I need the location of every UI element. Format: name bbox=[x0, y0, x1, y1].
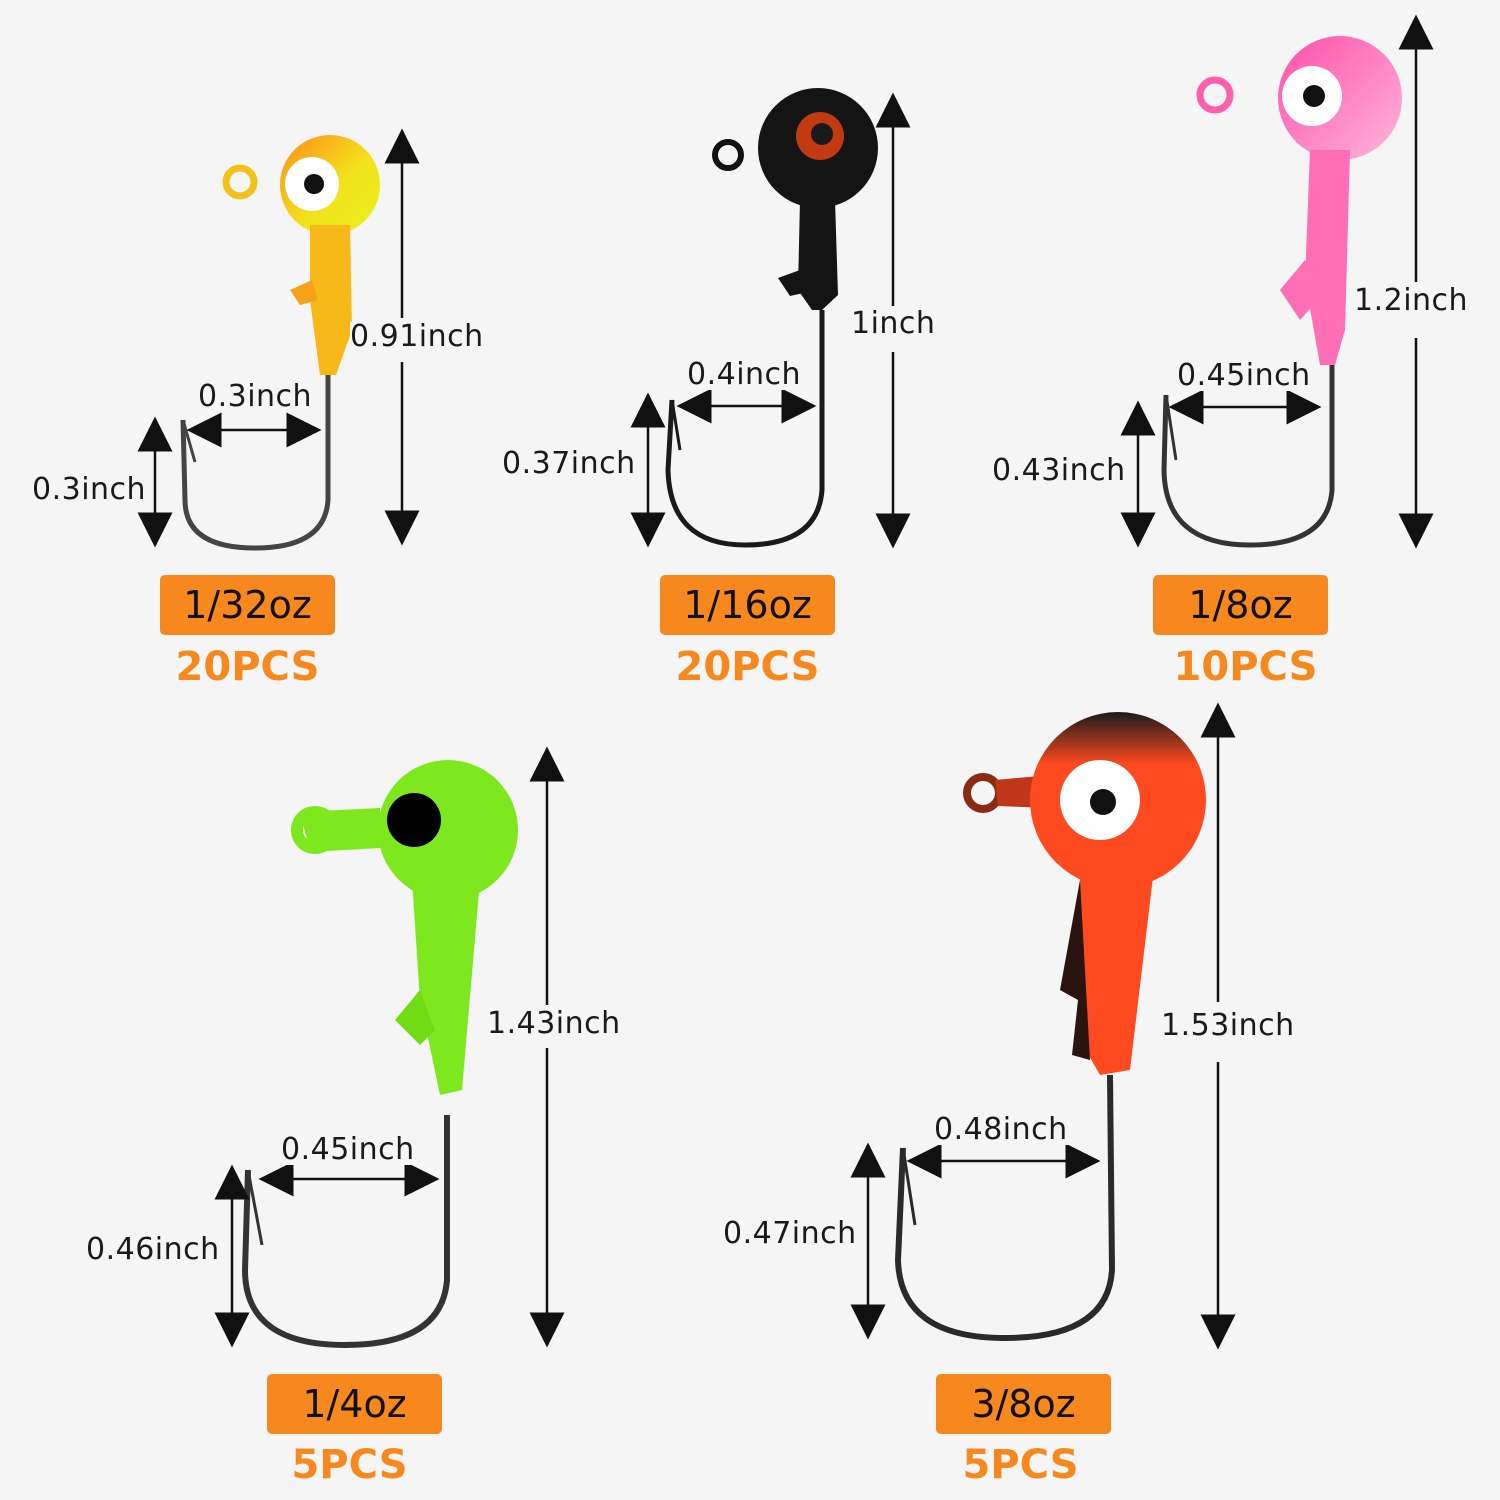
gap-width-label-5: 0.48inch bbox=[934, 1112, 1068, 1147]
weight-badge-5: 3/8oz bbox=[936, 1374, 1111, 1434]
count-label-3: 10PCS bbox=[1173, 644, 1318, 690]
count-label-2: 20PCS bbox=[675, 644, 820, 690]
count-label-5: 5PCS bbox=[962, 1442, 1079, 1488]
gap-height-label-2: 0.37inch bbox=[502, 446, 636, 481]
weight-badge-2: 1/16oz bbox=[660, 575, 835, 635]
total-length-label-5: 1.53inch bbox=[1161, 1008, 1295, 1043]
total-length-label-4: 1.43inch bbox=[487, 1006, 621, 1041]
gap-height-label-1: 0.3inch bbox=[32, 472, 147, 507]
gap-width-label-2: 0.4inch bbox=[687, 357, 802, 392]
jig-3-drawing bbox=[1161, 36, 1402, 548]
weight-badge-1: 1/32oz bbox=[160, 575, 335, 635]
gap-height-label-3: 0.43inch bbox=[992, 453, 1126, 488]
jig-5-drawing bbox=[894, 712, 1206, 1342]
gap-width-label-4: 0.45inch bbox=[281, 1132, 415, 1167]
weight-badge-4: 1/4oz bbox=[267, 1374, 442, 1434]
total-length-label-2: 1inch bbox=[851, 306, 936, 341]
gap-width-label-1: 0.3inch bbox=[198, 379, 313, 414]
count-label-1: 20PCS bbox=[175, 644, 320, 690]
jig-4-drawing bbox=[241, 760, 518, 1349]
gap-height-label-5: 0.47inch bbox=[723, 1216, 857, 1251]
gap-width-label-3: 0.45inch bbox=[1177, 358, 1311, 393]
total-length-label-3: 1.2inch bbox=[1354, 283, 1469, 318]
jig-1-drawing bbox=[180, 135, 380, 551]
weight-badge-3: 1/8oz bbox=[1153, 575, 1328, 635]
total-length-label-1: 0.91inch bbox=[350, 319, 484, 354]
gap-height-label-4: 0.46inch bbox=[86, 1232, 220, 1267]
count-label-4: 5PCS bbox=[291, 1442, 408, 1488]
jig-2-drawing bbox=[665, 88, 878, 548]
